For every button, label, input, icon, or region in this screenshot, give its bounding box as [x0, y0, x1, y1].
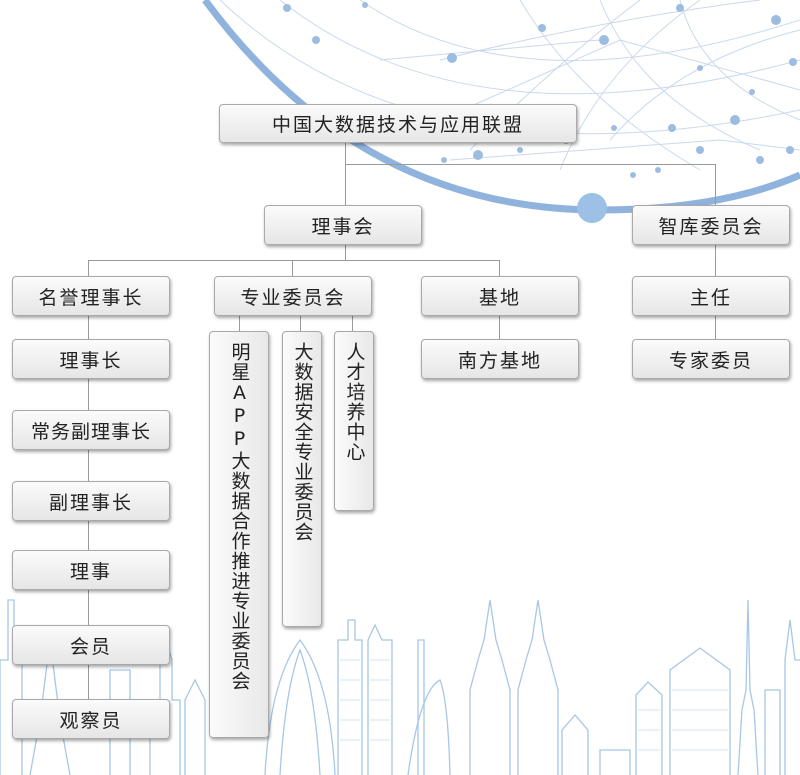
sub-committee-talent: 人才培养中心	[334, 331, 374, 511]
observer-node: 观察员	[12, 699, 170, 739]
vice-chairman-node: 副理事长	[12, 481, 170, 521]
honorary-chairman-node: 名誉理事长	[12, 276, 170, 316]
council-node: 理事会	[264, 205, 422, 245]
south-base-node: 南方基地	[421, 339, 579, 379]
base-node: 基地	[421, 276, 579, 316]
root-node: 中国大数据技术与应用联盟	[219, 104, 577, 143]
sub-committee-app-label: 明星APP大数据合作推进专业委员会	[228, 342, 251, 691]
network-globe-graphic	[219, 0, 800, 171]
special-committee-node: 专业委员会	[214, 276, 372, 316]
director-node: 主任	[632, 276, 790, 316]
sub-committee-security-label: 大数据安全专业委员会	[291, 342, 314, 542]
skyline-windows	[340, 659, 728, 751]
network-nodes	[283, 2, 797, 178]
city-skyline-graphic	[0, 599, 800, 775]
director-member-node: 理事	[12, 550, 170, 590]
sub-committee-app: 明星APP大数据合作推进专业委员会	[209, 331, 269, 738]
globe-arc	[202, 0, 800, 214]
experts-node: 专家委员	[632, 339, 790, 379]
think-tank-node: 智库委员会	[632, 205, 790, 245]
member-node: 会员	[12, 625, 170, 665]
sub-committee-talent-label: 人才培养中心	[343, 342, 366, 462]
executive-vice-chairman-node: 常务副理事长	[12, 410, 170, 450]
chairman-node: 理事长	[12, 339, 170, 379]
sub-committee-security: 大数据安全专业委员会	[282, 331, 322, 627]
